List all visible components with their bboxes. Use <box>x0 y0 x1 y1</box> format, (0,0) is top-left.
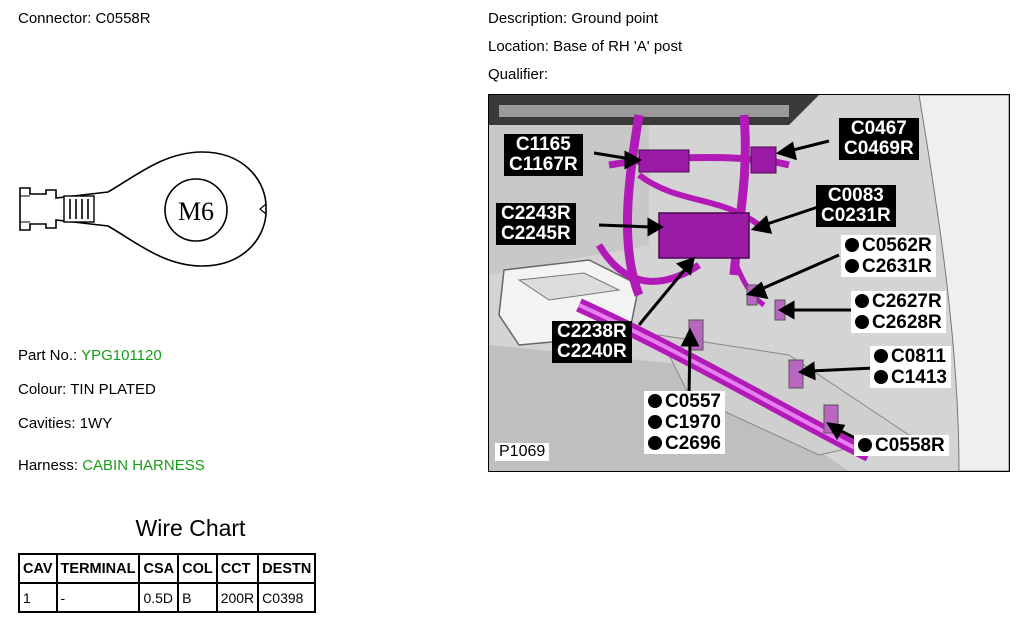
description-line: Description: Ground point <box>488 10 658 27</box>
harness-line: Harness: CABIN HARNESS <box>18 457 205 474</box>
part-no-value[interactable]: YPG101120 <box>81 347 162 364</box>
cell-csa: 0.5D <box>138 582 180 613</box>
wire-chart-title: Wire Chart <box>135 515 246 541</box>
label-c0558r: C0558R <box>854 435 949 456</box>
ring-terminal-drawing: M6 <box>19 151 267 267</box>
col-header-csa: CSA <box>138 553 180 584</box>
bullet-dot-icon <box>858 438 872 452</box>
cell-cav: 1 <box>18 582 58 613</box>
cavities-label: Cavities: <box>18 415 76 432</box>
bullet-dot-icon <box>648 436 662 450</box>
colour-value: TIN PLATED <box>70 381 156 398</box>
bullet-dot-icon <box>845 238 859 252</box>
connector-value: C0558R <box>95 10 151 27</box>
qualifier-line: Qualifier: <box>488 66 548 83</box>
harness-value[interactable]: CABIN HARNESS <box>82 457 205 474</box>
col-header-terminal: TERMINAL <box>55 553 141 584</box>
label-c0557: C0557 C1970 C2696 <box>644 391 725 454</box>
label-c2627r: C2627R C2628R <box>851 291 946 333</box>
colour-label: Colour: <box>18 381 67 398</box>
stud-size-label: M6 <box>178 197 214 226</box>
photo-reference-id: P1069 <box>495 443 550 461</box>
colour-line: Colour: TIN PLATED <box>18 381 156 398</box>
col-header-cct: CCT <box>215 553 260 584</box>
location-value: Base of RH 'A' post <box>553 38 683 55</box>
bullet-dot-icon <box>874 370 888 384</box>
bullet-dot-icon <box>855 315 869 329</box>
col-header-destn: DESTN <box>257 553 317 584</box>
cavities-value: 1WY <box>79 415 113 432</box>
cell-col: B <box>177 582 218 613</box>
bullet-dot-icon <box>845 259 859 273</box>
location-line: Location: Base of RH 'A' post <box>488 38 682 55</box>
part-no-label: Part No.: <box>18 347 78 364</box>
wire-chart-header-row: CAV TERMINAL CSA COL CCT DESTN <box>18 553 317 584</box>
table-row: 1 - 0.5D B 200R C0398 <box>18 582 317 613</box>
description-value: Ground point <box>571 10 659 27</box>
harness-label: Harness: <box>18 457 79 474</box>
connector-label: Connector: <box>18 10 92 27</box>
col-header-cav: CAV <box>18 553 58 584</box>
bullet-dot-icon <box>648 394 662 408</box>
col-header-col: COL <box>177 553 218 584</box>
connector-line: Connector: C0558R <box>18 10 151 27</box>
bullet-dot-icon <box>874 349 888 363</box>
qualifier-label: Qualifier: <box>488 66 549 83</box>
label-c0811: C0811 C1413 <box>870 346 951 388</box>
bullet-dot-icon <box>855 294 869 308</box>
label-c0562r: C0562R C2631R <box>841 235 936 277</box>
cell-terminal: - <box>55 582 141 613</box>
bullet-dot-icon <box>648 415 662 429</box>
photo-illustration <box>489 95 1009 471</box>
wire-chart-table: CAV TERMINAL CSA COL CCT DESTN 1 - 0.5D … <box>18 553 317 613</box>
location-label: Location: <box>488 38 549 55</box>
cell-destn[interactable]: C0398 <box>257 582 317 613</box>
description-label: Description: <box>488 10 568 27</box>
part-no-line: Part No.: YPG101120 <box>18 347 162 364</box>
cell-cct: 200R <box>215 582 260 613</box>
cavities-line: Cavities: 1WY <box>18 415 112 432</box>
